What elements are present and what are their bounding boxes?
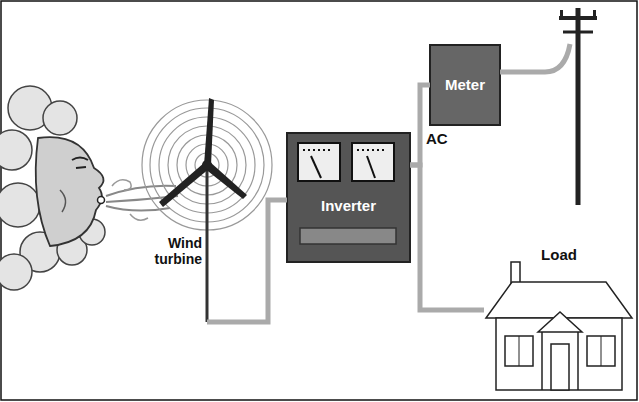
house-drawing [486, 262, 632, 390]
dial-needle [311, 156, 321, 178]
face-cheek [60, 190, 66, 212]
turbine-blade [159, 162, 210, 207]
dial-ticks [303, 149, 330, 151]
wind-swirl [130, 214, 148, 220]
insulator [593, 10, 596, 17]
load-house: Load [484, 243, 634, 393]
porch-column [541, 332, 543, 390]
dial-needle [367, 156, 375, 178]
inverter-panel [300, 228, 396, 244]
wind-turbine-drawing [142, 98, 272, 322]
wind-turbine: Wind turbine [137, 95, 277, 323]
wind-face [0, 86, 178, 290]
power-wire [207, 200, 287, 322]
node-label: Load [541, 246, 577, 263]
inverter-drawing [287, 133, 410, 262]
inverter-box: Inverter [287, 133, 410, 262]
grid-wire [500, 44, 570, 72]
face-eye [76, 167, 86, 168]
wind-stream [106, 186, 176, 196]
node-label: Inverter [321, 197, 376, 214]
face-brow [72, 158, 88, 161]
cloud-puff [0, 254, 32, 290]
pole-post [576, 8, 581, 205]
cloud-puff [0, 130, 32, 170]
node-label: Meter [445, 76, 485, 93]
node-label: Wind turbine [140, 235, 202, 267]
meter-box: Meter [430, 45, 500, 125]
power-wire [410, 165, 484, 310]
turbine-tower [206, 168, 209, 322]
turbine-blade [204, 98, 214, 165]
insulator [560, 10, 563, 17]
window [587, 336, 615, 366]
window-mullion [601, 336, 602, 366]
inverter-case [287, 133, 410, 262]
window-mullion [519, 336, 520, 366]
pole-crossarm [559, 16, 597, 20]
chimney [511, 262, 520, 284]
pole-crossarm [563, 31, 593, 34]
porch-gable [538, 312, 582, 332]
turbine-hub [202, 160, 212, 170]
dial-face [298, 143, 340, 181]
window [505, 336, 533, 366]
door [551, 344, 569, 390]
wind-swirl [112, 180, 131, 190]
utility-pole [559, 8, 597, 205]
cloud-puff [43, 101, 77, 135]
power-wire [410, 85, 430, 165]
face-lips [98, 197, 105, 204]
porch-column [577, 332, 579, 390]
face-profile [36, 137, 104, 246]
dial-ticks [357, 149, 384, 151]
current-type-label: AC [426, 130, 448, 147]
meter-case [430, 45, 500, 125]
cloud-puff [0, 183, 40, 227]
dial-face [352, 143, 394, 181]
